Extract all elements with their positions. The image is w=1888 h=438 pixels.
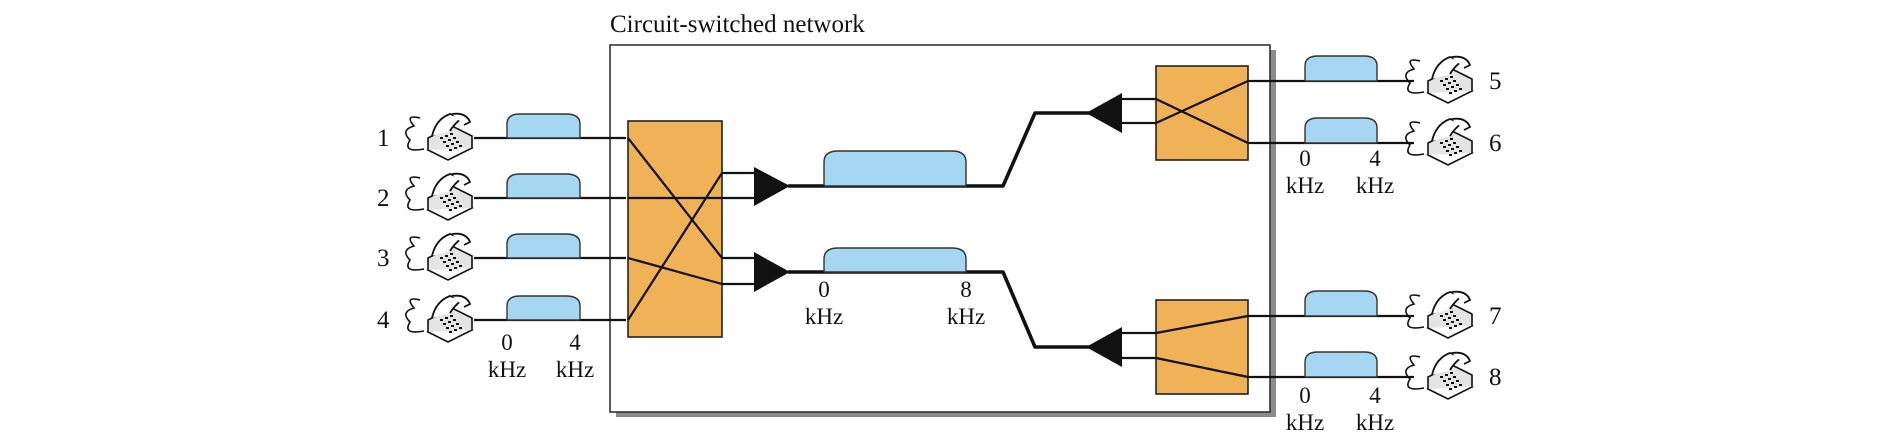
band-line-2	[506, 173, 581, 199]
demux-lower	[1086, 327, 1156, 367]
band-line-3	[506, 233, 581, 259]
network-title: Circuit-switched network	[610, 11, 865, 38]
telephone-icon	[404, 172, 473, 221]
band-line-8	[1304, 351, 1378, 378]
right-bottom-band-end: 4	[1369, 383, 1381, 408]
telephone-1: 1	[377, 112, 473, 161]
right-switch-lower	[1155, 299, 1249, 395]
telephone-icon	[1404, 290, 1473, 339]
left-switch	[627, 120, 723, 338]
telephone-icon	[1404, 117, 1473, 166]
mux-lower	[722, 252, 790, 292]
phone-label-7: 7	[1489, 303, 1502, 330]
telephone-icon	[404, 294, 473, 343]
telephone-icon	[1404, 351, 1473, 400]
telephone-3: 3	[377, 232, 473, 281]
phone-label-5: 5	[1489, 68, 1502, 95]
telephone-icon	[404, 112, 473, 161]
band-line-7	[1304, 290, 1378, 317]
mux-upper	[722, 167, 790, 206]
telephone-icon	[1404, 55, 1473, 104]
left-band-start-unit: kHz	[488, 357, 526, 382]
left-band-end: 4	[569, 330, 581, 355]
trunk-band-start-unit: kHz	[805, 304, 843, 329]
band-trunk-lower	[823, 247, 967, 273]
right-switch-upper	[1155, 65, 1249, 161]
phone-label-3: 3	[377, 245, 390, 272]
telephone-icon	[404, 232, 473, 281]
band-line-1	[506, 113, 581, 139]
right-top-band-start: 0	[1299, 146, 1311, 171]
band-line-6	[1304, 117, 1378, 144]
phone-label-4: 4	[377, 307, 390, 334]
band-line-4	[506, 295, 581, 321]
trunk-band-start: 0	[818, 277, 830, 302]
mux-upper-triangle	[754, 167, 790, 206]
phone-label-2: 2	[377, 185, 390, 212]
right-bottom-band-start: 0	[1299, 383, 1311, 408]
demux-upper	[1086, 93, 1156, 133]
band-trunk-upper	[823, 150, 967, 187]
phone-label-1: 1	[377, 125, 390, 152]
phone-label-6: 6	[1489, 130, 1502, 157]
right-top-band-end: 4	[1369, 146, 1381, 171]
left-band-start: 0	[501, 330, 513, 355]
left-band-end-unit: kHz	[556, 357, 594, 382]
telephone-8: 8	[1404, 351, 1502, 400]
telephone-6: 6	[1404, 117, 1502, 166]
telephone-2: 2	[377, 172, 473, 221]
telephone-7: 7	[1404, 290, 1502, 339]
band-line-5	[1304, 55, 1378, 82]
trunk-band-end: 8	[960, 277, 972, 302]
right-top-band-end-unit: kHz	[1356, 173, 1394, 198]
right-bottom-band-start-unit: kHz	[1286, 410, 1324, 435]
trunk-band-end-unit: kHz	[947, 304, 985, 329]
right-switch-lower-crosspoints	[1155, 314, 1249, 379]
demux-lower-triangle	[1086, 327, 1122, 367]
telephone-5: 5	[1404, 55, 1502, 104]
right-bottom-band-end-unit: kHz	[1356, 410, 1394, 435]
demux-upper-triangle	[1086, 93, 1122, 133]
phone-label-8: 8	[1489, 364, 1502, 391]
telephone-4: 4	[377, 294, 473, 343]
mux-lower-triangle	[754, 252, 790, 292]
right-top-band-start-unit: kHz	[1286, 173, 1324, 198]
right-switch-upper-crosspoints	[1155, 79, 1249, 144]
left-switch-crosspoints	[627, 137, 723, 321]
